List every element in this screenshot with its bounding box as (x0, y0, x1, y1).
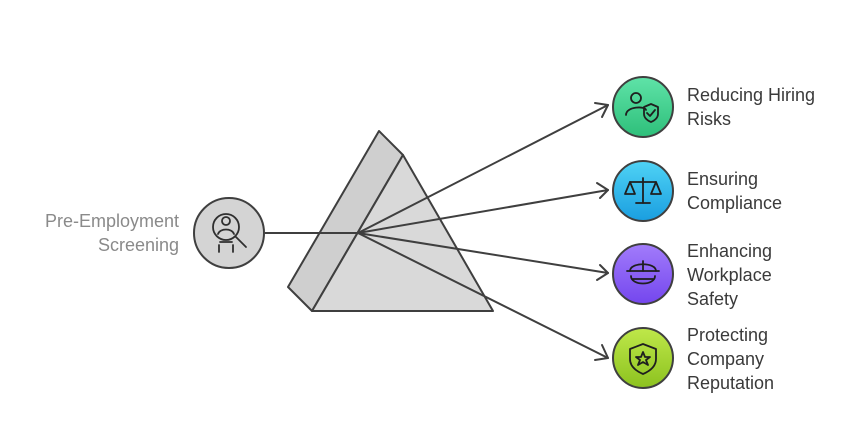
output-label-line: Compliance (687, 193, 783, 213)
source-label: Pre-Employment Screening (19, 209, 179, 257)
output-label-line: Reputation (687, 373, 775, 393)
candidate-search-icon (212, 213, 247, 253)
source-label-line: Screening (97, 235, 179, 255)
output-label-line: Safety (687, 289, 739, 309)
output-label-ensuring-compliance: Ensuring Compliance (687, 167, 782, 215)
beam-3 (357, 232, 609, 359)
source-node (193, 197, 265, 269)
scales-icon (624, 177, 662, 204)
output-node-1 (612, 160, 674, 222)
output-node-3 (612, 327, 674, 389)
output-label-line: Ensuring (687, 169, 759, 189)
output-label-workplace-safety: Enhancing Workplace Safety (687, 239, 772, 311)
beam-0 (357, 104, 609, 234)
beam-2 (357, 232, 609, 274)
arrowhead-1 (596, 182, 609, 199)
source-label-line: Pre-Employment (44, 211, 179, 231)
hard-hat-icon (626, 260, 660, 285)
output-label-line: Enhancing (687, 241, 773, 261)
output-beams (357, 102, 609, 361)
beam-1 (357, 189, 609, 234)
user-shield-icon (625, 92, 659, 123)
output-label-reducing-hiring-risks: Reducing Hiring Risks (687, 83, 815, 131)
arrowhead-2 (596, 264, 609, 281)
output-node-2 (612, 243, 674, 305)
output-label-line: Risks (687, 109, 731, 129)
output-node-0 (612, 76, 674, 138)
arrowhead-0 (594, 102, 609, 118)
shield-star-icon (629, 343, 657, 375)
output-label-company-reputation: Protecting Company Reputation (687, 323, 774, 395)
output-label-line: Reducing Hiring (687, 85, 816, 105)
output-label-line: Workplace (687, 265, 772, 285)
output-label-line: Protecting (687, 325, 769, 345)
output-label-line: Company (687, 349, 765, 369)
arrowhead-3 (594, 344, 609, 361)
prism (287, 130, 494, 312)
